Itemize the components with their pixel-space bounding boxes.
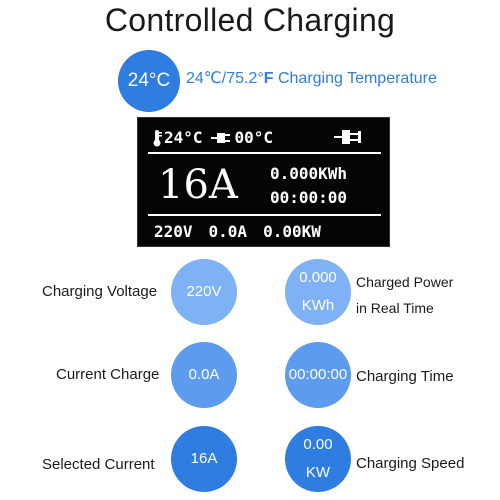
time-circle: 00:00:00 xyxy=(285,342,351,408)
speed-value-unit: KW xyxy=(305,464,331,481)
voltage-circle: 220V xyxy=(171,259,237,325)
speed-circle: 0.00 KW xyxy=(285,426,351,492)
selected-current-circle: 16A xyxy=(171,426,237,492)
lcd-plug-reading: 00°C xyxy=(234,128,274,147)
lcd-top-row: 24°C 00°C xyxy=(152,128,273,147)
power-value-number: 0.000 xyxy=(299,269,337,286)
speed-value-number: 0.00 xyxy=(303,436,333,453)
time-value: 00:00:00 xyxy=(288,366,348,383)
temperature-caption-prefix: 24℃/75.2° xyxy=(186,70,264,87)
power-label: Charged Power in Real Time xyxy=(356,269,453,321)
page-title: Controlled Charging xyxy=(104,2,396,38)
temperature-caption-suffix: Charging Temperature xyxy=(273,70,437,87)
lcd-kwh: 0.000KWh xyxy=(270,164,348,183)
temperature-badge: 24°C xyxy=(118,50,180,112)
power-value-unit: KWh xyxy=(301,297,335,314)
thermometer-icon xyxy=(153,129,162,146)
lcd-current: 0.0A xyxy=(208,222,248,241)
lcd-divider-bottom xyxy=(148,214,381,216)
power-label-line2: in Real Time xyxy=(356,300,434,316)
lcd-divider-top xyxy=(148,152,381,154)
temperature-caption: 24℃/75.2°F Charging Temperature xyxy=(186,68,437,88)
speed-label: Charging Speed xyxy=(356,455,465,472)
plug-icon xyxy=(210,132,230,143)
voltage-value: 220V xyxy=(186,283,222,300)
lcd-time: 00:00:00 xyxy=(270,188,348,207)
lcd-power: 0.00KW xyxy=(263,222,321,241)
power-label-line1: Charged Power xyxy=(356,274,454,290)
selected-current-value: 16A xyxy=(190,450,218,467)
voltage-label: Charging Voltage xyxy=(42,283,158,300)
lcd-bottom-row: 220V 0.0A 0.00KW xyxy=(154,222,321,241)
temperature-caption-f: F xyxy=(263,70,274,87)
current-circle: 0.0A xyxy=(171,342,237,408)
current-label: Current Charge xyxy=(56,366,160,383)
current-value: 0.0A xyxy=(188,366,220,383)
selected-current-label: Selected Current xyxy=(42,456,155,473)
lcd-voltage: 220V xyxy=(154,222,193,241)
connector-icon xyxy=(334,130,361,144)
lcd-temp-reading: 24°C xyxy=(164,128,203,147)
power-circle: 0.000 KWh xyxy=(285,259,351,325)
lcd-amps: 16A xyxy=(158,162,238,208)
lcd-display: 24°C 00°C 16A 0.000KWh 00:00:00 220V 0.0A… xyxy=(137,117,390,247)
time-label: Charging Time xyxy=(356,368,454,385)
